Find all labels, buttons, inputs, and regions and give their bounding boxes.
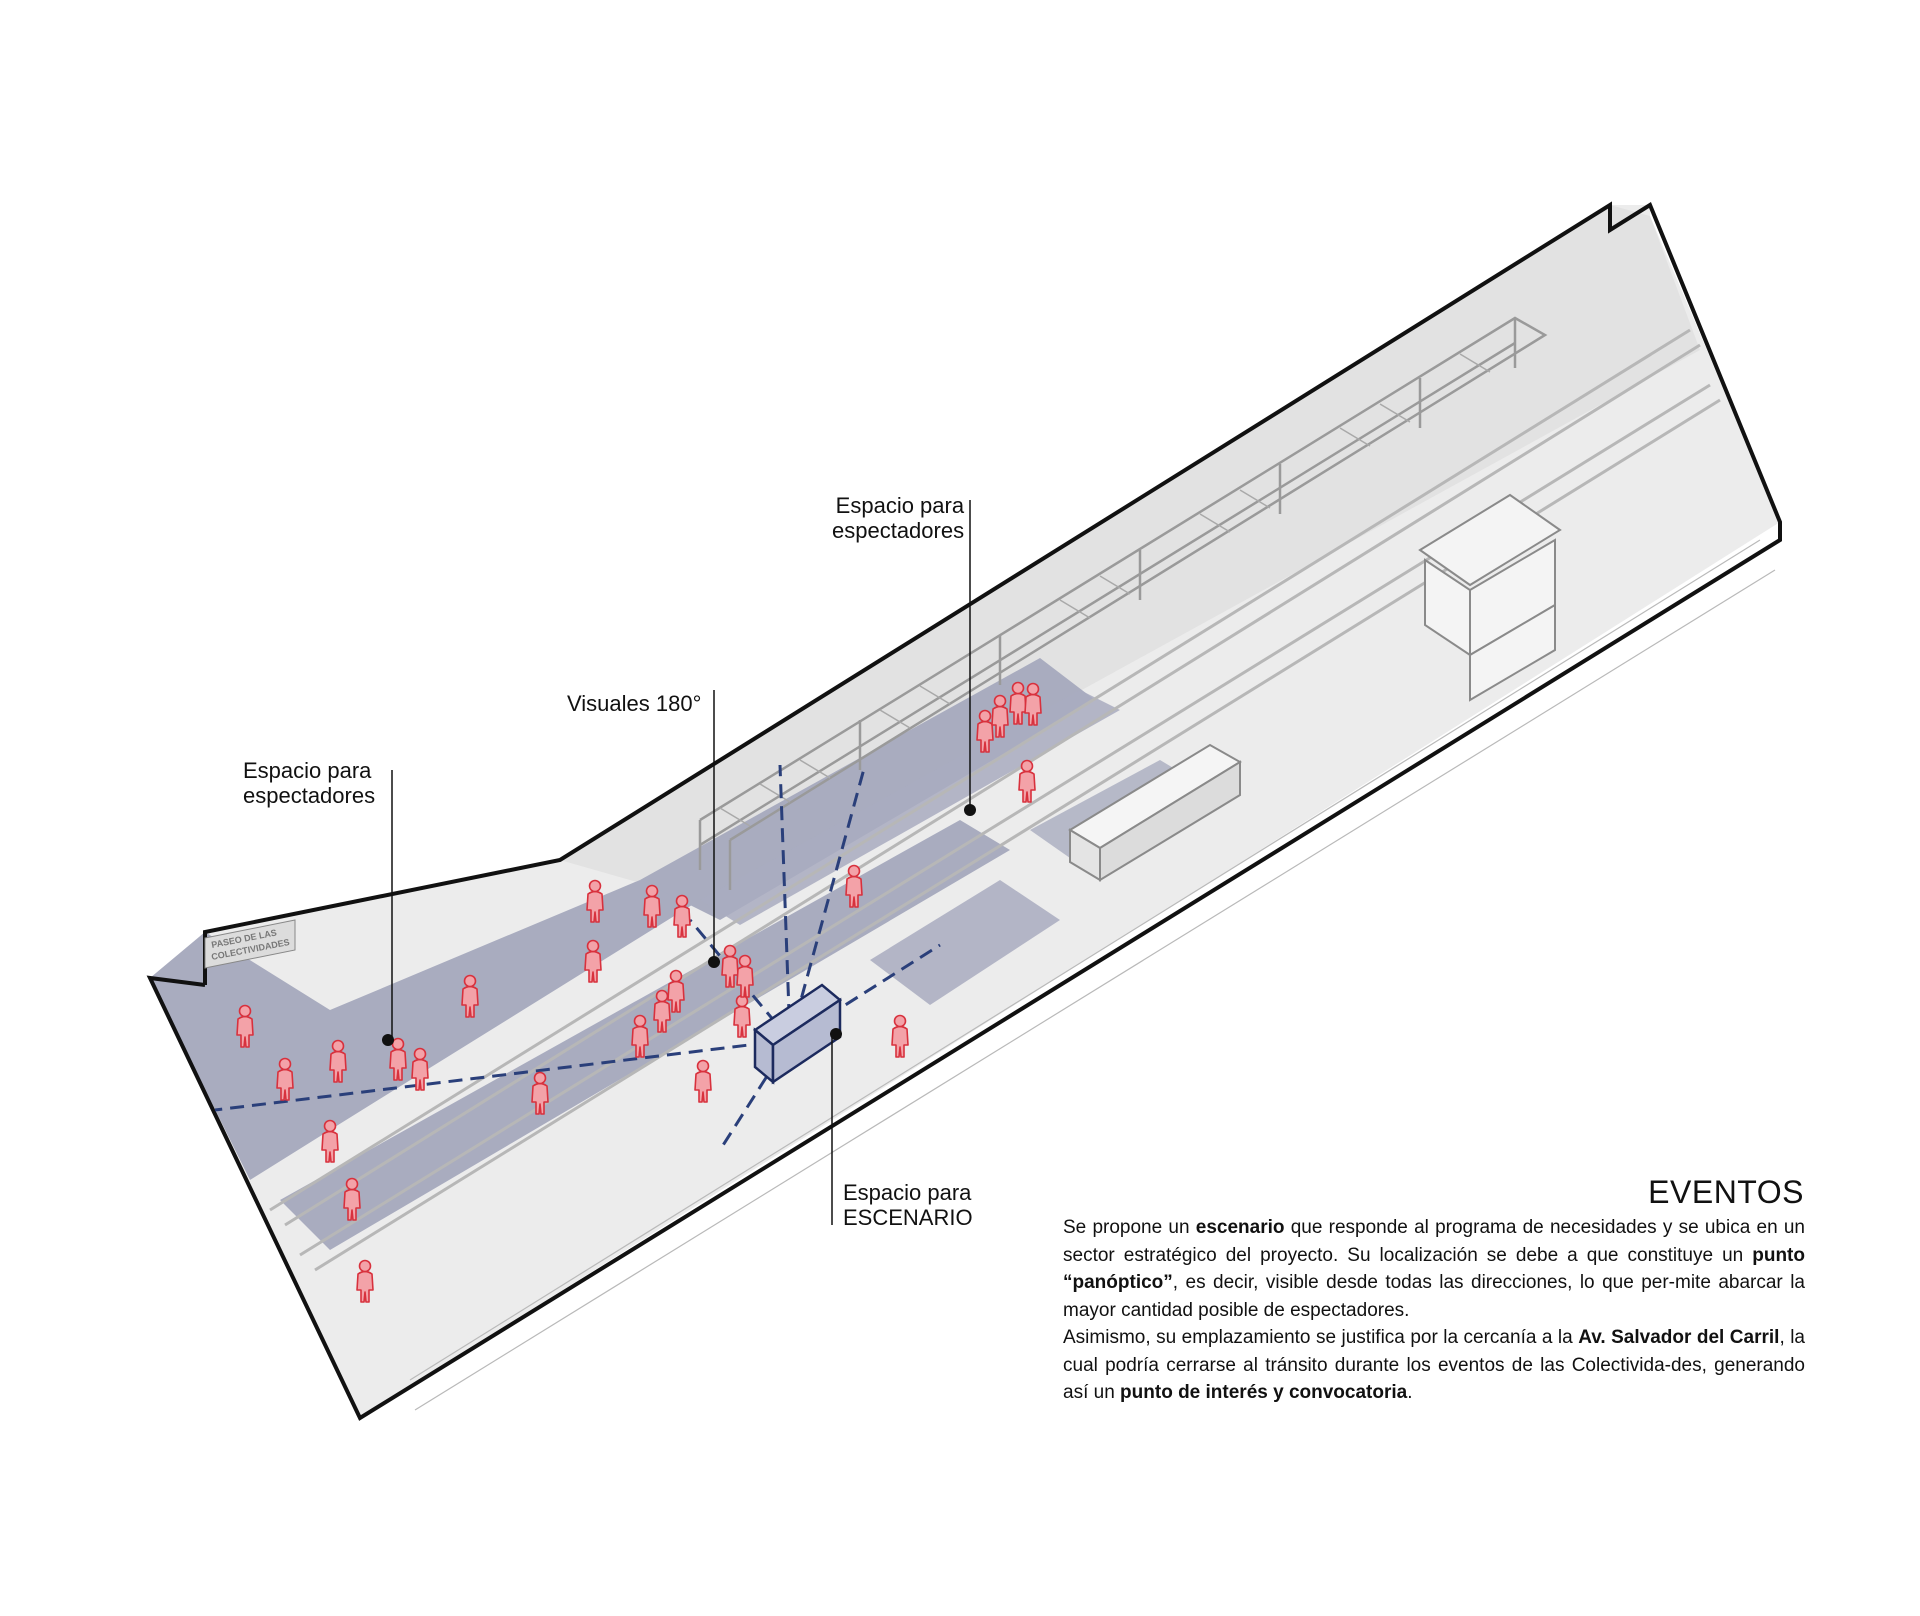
person-icon — [321, 1119, 339, 1163]
person-icon — [584, 939, 602, 983]
person-icon — [343, 1177, 361, 1221]
person-icon — [991, 694, 1009, 738]
person-icon — [236, 1004, 254, 1048]
callout-spectators-top-line2: espectadores — [832, 518, 965, 543]
callout-spectators-top-line1: Espacio para — [835, 493, 965, 518]
p1-run: punto “panóptico” — [1063, 1244, 1805, 1294]
person-icon — [845, 864, 863, 908]
callout-visuals-text: Visuales 180° — [567, 691, 702, 716]
p2-run: punto de interés y convocatoria — [1120, 1382, 1408, 1403]
callout-stage-line2: ESCENARIO — [843, 1205, 973, 1230]
p1-run: que responde al programa de necesidades … — [1063, 1217, 1805, 1266]
callout-dots — [382, 804, 976, 1046]
person-icon — [721, 944, 739, 988]
p1-run: escenario — [1195, 1217, 1285, 1238]
p2-run: Av. Salvador del Carril — [1578, 1327, 1780, 1348]
p2-run: Asimismo, su emplazamiento se justifica … — [1063, 1327, 1579, 1348]
person-icon — [356, 1259, 374, 1303]
callout-visuals: Visuales 180° — [567, 691, 701, 716]
warehouse — [1068, 743, 1242, 882]
callout-spectators-top: Espacio para espectadores — [832, 493, 964, 543]
eventos-paragraph-1: Se propone un escenario que responde al … — [1063, 1214, 1805, 1324]
boundary-detail — [1648, 204, 1687, 291]
callout-spectators-left: Espacio para espectadores — [243, 758, 375, 808]
person-icon — [411, 1047, 429, 1091]
person-icon — [1009, 681, 1027, 725]
stage-box — [752, 983, 843, 1085]
person-icon — [531, 1071, 549, 1115]
person-icon — [329, 1039, 347, 1083]
person-icon — [586, 879, 604, 923]
p1-run: , es decir, visible desde todas las dire… — [1063, 1272, 1805, 1321]
pergola — [698, 316, 1548, 890]
person-icon — [631, 1014, 649, 1058]
pergola-slats — [719, 353, 1491, 827]
person-icon — [736, 954, 754, 998]
person-icon — [276, 1057, 294, 1101]
eventos-body: Se propone un escenario que responde al … — [1063, 1214, 1805, 1407]
person-icon — [461, 974, 479, 1018]
p2-run: . — [1407, 1382, 1413, 1403]
eventos-title: EVENTOS — [1648, 1174, 1804, 1210]
people-group — [236, 681, 1042, 1303]
spectator-zone-left — [150, 880, 700, 1180]
track-lane-grey — [870, 880, 1060, 1005]
person-icon — [667, 969, 685, 1013]
callout-spectators-left-line1: Espacio para — [243, 758, 372, 783]
facade-fence — [409, 539, 1776, 1411]
callout-stage: Espacio para ESCENARIO — [843, 1180, 973, 1230]
person-icon — [1024, 682, 1042, 726]
person-icon — [891, 1014, 909, 1058]
person-icon — [653, 989, 671, 1033]
person-icon — [389, 1037, 407, 1081]
eventos-paragraph-2: Asimismo, su emplazamiento se justifica … — [1063, 1324, 1805, 1407]
callout-leaders — [391, 500, 971, 1225]
signal-house — [1418, 493, 1562, 702]
person-icon — [694, 1059, 712, 1103]
person-icon — [643, 884, 661, 928]
person-icon — [673, 894, 691, 938]
p2-run: , la cual podría cerrarse al tránsito du… — [1063, 1327, 1805, 1403]
p1-run: Se propone un — [1063, 1217, 1196, 1238]
callout-stage-line1: Espacio para — [843, 1180, 972, 1205]
callout-spectators-left-line2: espectadores — [243, 783, 376, 808]
person-icon — [1018, 759, 1036, 803]
